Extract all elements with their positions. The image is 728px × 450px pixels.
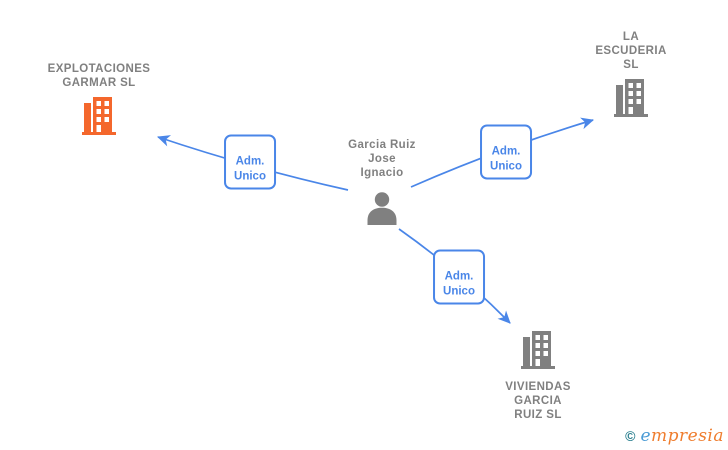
edge-label-adm-unico-right: Adm. Unico [480, 124, 532, 180]
building-icon [614, 79, 648, 117]
edge-label-text: Adm. Unico [443, 270, 475, 298]
building-icon [521, 331, 555, 369]
empresia-logo[interactable]: © empresia [625, 426, 724, 446]
node-la-escuderia[interactable]: LA ESCUDERIA SL [566, 30, 696, 122]
edge-label-adm-unico-left: Adm. Unico [224, 134, 276, 190]
copyright-icon: © [625, 428, 636, 444]
edge-label-text: Adm. Unico [490, 145, 522, 173]
node-garcia-ruiz-jose-ignacio[interactable]: Garcia Ruiz Jose Ignacio [312, 138, 452, 230]
node-viviendas-garcia-ruiz[interactable]: VIVIENDAS GARCIA RUIZ SL [468, 331, 608, 422]
company-name: VIVIENDAS GARCIA RUIZ SL [505, 381, 571, 421]
brand-name: empresia [640, 426, 724, 446]
building-icon [82, 97, 116, 135]
person-name: Garcia Ruiz Jose Ignacio [348, 139, 416, 179]
company-name: EXPLOTACIONES GARMAR SL [47, 63, 151, 89]
company-name: LA ESCUDERIA SL [595, 31, 667, 71]
person-icon [367, 192, 397, 225]
node-explotaciones-garmar[interactable]: EXPLOTACIONES GARMAR SL [24, 62, 174, 140]
edge-label-text: Adm. Unico [234, 155, 266, 183]
edge-label-adm-unico-bottom: Adm. Unico [433, 249, 485, 305]
